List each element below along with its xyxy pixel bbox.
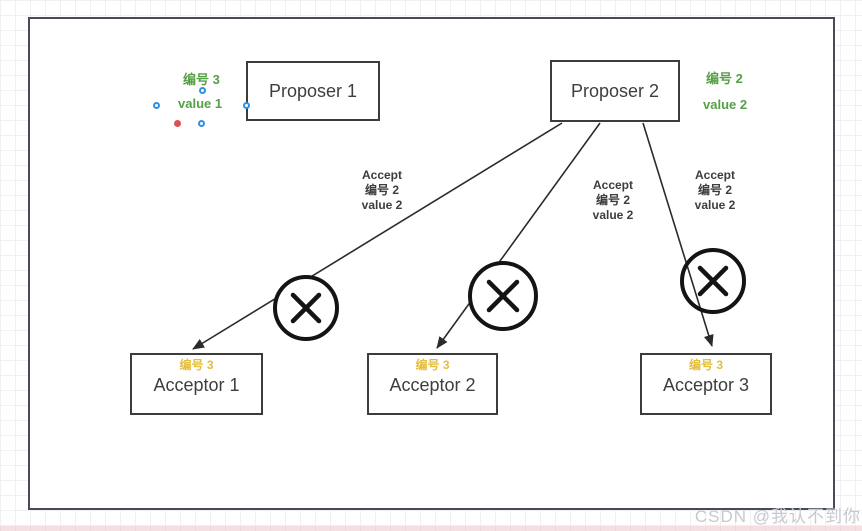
edge-label-line: Accept: [361, 168, 402, 182]
bottom-pink-strip: [0, 526, 862, 531]
edge-label-line: value 2: [694, 198, 736, 212]
proposer1-state-value[interactable]: value 1: [178, 96, 223, 111]
node-label: Acceptor 1: [153, 375, 240, 395]
node-label: Proposer 1: [268, 81, 358, 101]
acceptor-number-badge: 编号 3: [179, 358, 214, 372]
node-acceptor-1[interactable]: 编号 3 Acceptor 1: [130, 353, 263, 415]
edge-label-line: value 2: [361, 198, 403, 212]
node-acceptor-2[interactable]: 编号 3 Acceptor 2: [367, 353, 498, 415]
selection-handle-left[interactable]: [153, 102, 160, 109]
node-label: Acceptor 3: [662, 375, 750, 395]
node-label: Proposer 2: [570, 81, 660, 101]
csdn-watermark: CSDN @我认不到你: [694, 507, 861, 526]
acceptor-number-badge: 编号 3: [688, 358, 723, 372]
proposer2-state-number[interactable]: 编号 2: [706, 71, 743, 86]
edge-label-line: 编号 2: [595, 193, 630, 207]
node-proposer-1[interactable]: Proposer 1: [246, 61, 380, 121]
node-label: Acceptor 2: [389, 375, 476, 395]
diagram-boundary-rect[interactable]: [28, 17, 835, 510]
node-acceptor-3[interactable]: 编号 3 Acceptor 3: [640, 353, 772, 415]
proposer1-state-number[interactable]: 编号 3: [183, 72, 220, 87]
selection-handle-bottom[interactable]: [198, 120, 205, 127]
acceptor-number-badge: 编号 3: [415, 358, 450, 372]
edge-label-line: value 2: [592, 208, 634, 222]
edge-label-accept-1[interactable]: Accept 编号 2 value 2: [327, 168, 437, 213]
edge-label-line: Accept: [592, 178, 633, 192]
selection-handle-red-dot[interactable]: [174, 120, 181, 127]
edge-label-line: 编号 2: [364, 183, 399, 197]
edge-label-line: 编号 2: [697, 183, 732, 197]
edge-label-line: Accept: [694, 168, 735, 182]
edge-label-accept-3[interactable]: Accept 编号 2 value 2: [660, 168, 770, 213]
edge-label-accept-2[interactable]: Accept 编号 2 value 2: [558, 178, 668, 223]
selection-handle-top[interactable]: [199, 87, 206, 94]
node-proposer-2[interactable]: Proposer 2: [550, 60, 680, 122]
selection-handle-right[interactable]: [243, 102, 250, 109]
proposer2-state-value[interactable]: value 2: [703, 97, 748, 112]
